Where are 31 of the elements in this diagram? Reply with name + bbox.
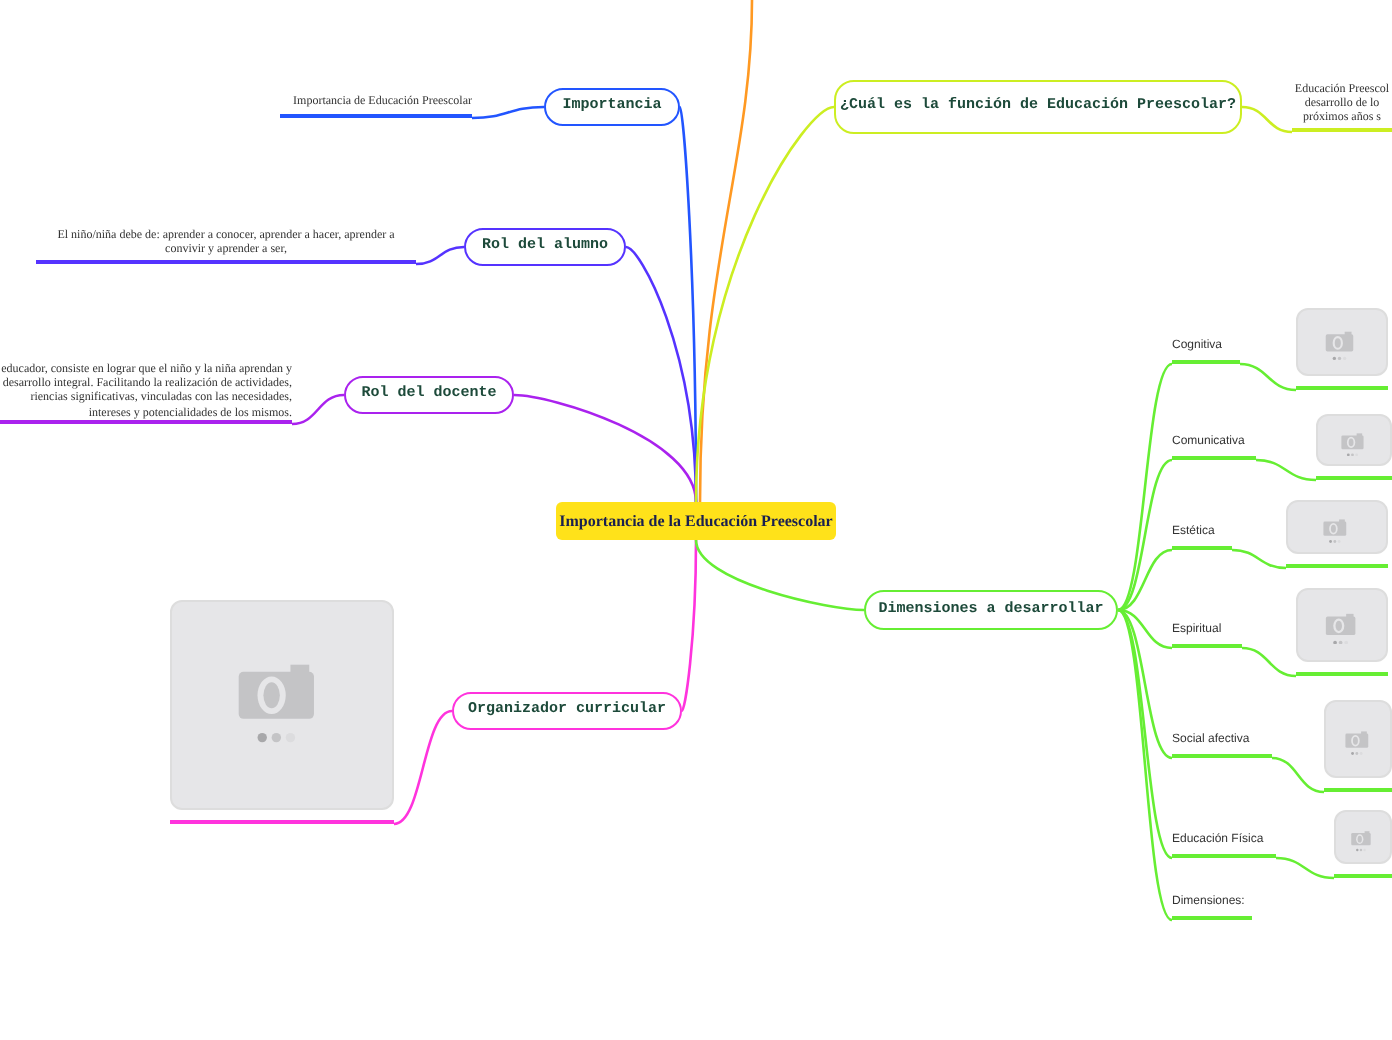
connector-line <box>1117 548 1173 612</box>
image-placeholder <box>1296 308 1388 390</box>
image-placeholder <box>1324 700 1392 792</box>
connector-line <box>698 0 754 503</box>
image-placeholder <box>1286 500 1388 568</box>
connector-line <box>1271 756 1325 794</box>
connector-line <box>1275 856 1335 880</box>
connector-line <box>1239 362 1297 392</box>
connector-line <box>393 709 453 826</box>
connector-line <box>1117 608 1173 760</box>
image-placeholder <box>170 600 394 824</box>
image-placeholder <box>1316 414 1392 480</box>
connector-line <box>1117 608 1173 650</box>
connector-line <box>513 393 698 503</box>
connector-line <box>1241 646 1297 678</box>
connector-line <box>694 105 835 503</box>
central-topic: Importancia de la Educación Preescolar <box>556 502 836 540</box>
connector-line <box>291 393 345 426</box>
connector-line <box>1241 105 1293 134</box>
image-placeholder <box>1296 588 1388 676</box>
connector-line <box>1117 609 1173 921</box>
connector-line <box>694 539 865 612</box>
connector-line <box>415 245 465 266</box>
connector-line <box>680 540 698 712</box>
connector-line <box>1255 458 1317 482</box>
image-placeholder <box>1334 810 1392 878</box>
connector-line <box>1117 362 1173 612</box>
connector-line <box>1117 458 1173 612</box>
connector-line <box>471 105 545 120</box>
connector-line <box>1117 608 1173 860</box>
connector-line <box>1231 548 1287 570</box>
